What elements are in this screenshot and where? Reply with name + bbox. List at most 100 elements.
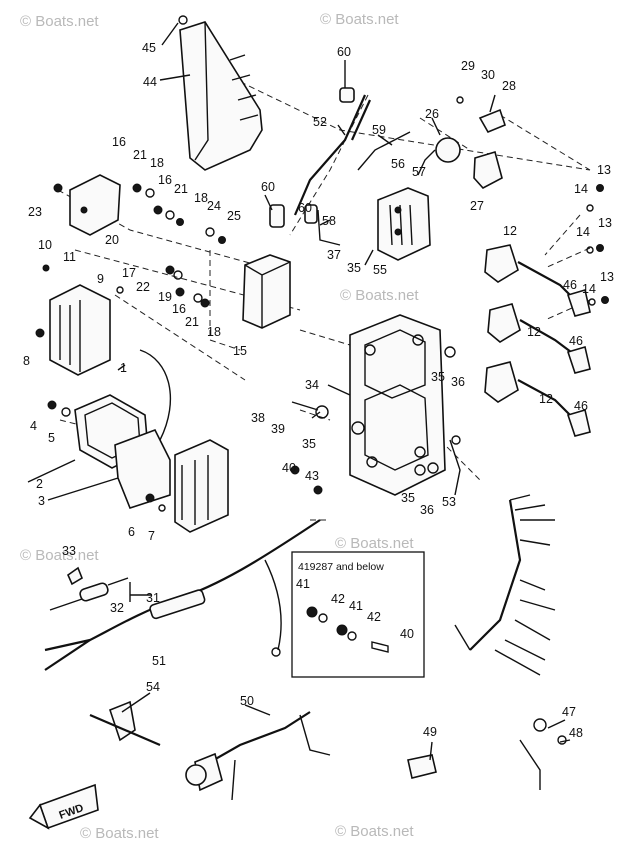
callout-60: 60 [337, 45, 351, 59]
cdi-unit-left [35, 284, 111, 376]
callout-40: 40 [282, 461, 296, 475]
callout-44: 44 [143, 75, 157, 89]
callout-9: 9 [97, 272, 104, 286]
callout-38: 38 [251, 411, 265, 425]
watermark: © Boats.net [335, 535, 414, 552]
cdi-unit-15 [242, 254, 291, 329]
washer-stack-mid [42, 264, 210, 308]
bracket-20 [53, 174, 121, 236]
cdi-unit-1 [139, 349, 229, 533]
resistor-assembly [49, 566, 129, 611]
callout-37: 37 [327, 248, 341, 262]
callout-46: 46 [574, 399, 588, 413]
washer-stack-upper [132, 183, 226, 244]
callout-21: 21 [133, 148, 147, 162]
callout-52: 52 [313, 115, 327, 129]
callout-18: 18 [194, 191, 208, 205]
callout-22: 22 [136, 280, 150, 294]
leader-lines [27, 22, 571, 761]
callout-48: 48 [569, 726, 583, 740]
callout-31: 31 [146, 591, 160, 605]
callout-16: 16 [172, 302, 186, 316]
callout-23: 23 [28, 205, 42, 219]
callout-47: 47 [562, 705, 576, 719]
callout-21: 21 [174, 182, 188, 196]
callout-25: 25 [227, 209, 241, 223]
callout-24: 24 [207, 199, 221, 213]
callout-27: 27 [470, 199, 484, 213]
callout-41: 41 [349, 599, 363, 613]
callout-42: 42 [367, 610, 381, 624]
main-harness-right [454, 494, 556, 676]
main-harness-50 [185, 711, 331, 801]
callout-26: 26 [425, 107, 439, 121]
callout-42: 42 [331, 592, 345, 606]
gasket-and-plate [47, 394, 171, 509]
callout-14: 14 [574, 182, 588, 196]
callout-10: 10 [38, 238, 52, 252]
callout-53: 53 [442, 495, 456, 509]
callout-34: 34 [305, 378, 319, 392]
callout-30: 30 [481, 68, 495, 82]
watermark: © Boats.net [335, 823, 414, 840]
callout-1: 1 [120, 361, 127, 375]
callout-13: 13 [600, 270, 614, 284]
callout-20: 20 [105, 233, 119, 247]
callout-40: 40 [400, 627, 414, 641]
watermark: © Boats.net [320, 11, 399, 28]
callout-58: 58 [322, 214, 336, 228]
callout-56: 56 [391, 157, 405, 171]
cable-51 [44, 519, 321, 671]
callout-59: 59 [372, 123, 386, 137]
callout-35: 35 [401, 491, 415, 505]
callout-39: 39 [271, 422, 285, 436]
callout-3: 3 [38, 494, 45, 508]
callout-12: 12 [527, 325, 541, 339]
screw-45 [178, 15, 188, 25]
callout-33: 33 [62, 544, 76, 558]
watermark: © Boats.net [340, 287, 419, 304]
callout-49: 49 [423, 725, 437, 739]
callout-35: 35 [431, 370, 445, 384]
callout-16: 16 [112, 135, 126, 149]
callout-46: 46 [569, 334, 583, 348]
watermark: © Boats.net [20, 547, 99, 564]
watermark: © Boats.net [80, 825, 159, 842]
callout-2: 2 [36, 477, 43, 491]
callout-57: 57 [412, 165, 426, 179]
callout-6: 6 [128, 525, 135, 539]
callout-4: 4 [30, 419, 37, 433]
fwd-arrow: FWD [28, 783, 99, 830]
callout-35: 35 [302, 437, 316, 451]
callout-15: 15 [233, 344, 247, 358]
callout-13: 13 [598, 216, 612, 230]
callout-43: 43 [305, 469, 319, 483]
inset-note: 419287 and below [298, 561, 384, 573]
clamp-54 [89, 700, 161, 747]
lower-small-parts [407, 718, 567, 790]
callout-32: 32 [110, 601, 124, 615]
callout-29: 29 [461, 59, 475, 73]
callout-14: 14 [582, 282, 596, 296]
callout-51: 51 [152, 654, 166, 668]
watermark: © Boats.net [20, 13, 99, 30]
callout-12: 12 [503, 224, 517, 238]
callout-45: 45 [142, 41, 156, 55]
callout-16: 16 [158, 173, 172, 187]
cover-44 [178, 15, 263, 171]
callout-numbers: 45 44 60 29 30 28 52 26 59 56 57 27 16 2… [23, 41, 614, 740]
inset-box: 419287 and below [291, 551, 425, 678]
callout-46: 46 [563, 278, 577, 292]
callout-11: 11 [63, 250, 76, 264]
callout-18: 18 [207, 325, 221, 339]
callout-50: 50 [240, 694, 254, 708]
callout-14: 14 [576, 225, 590, 239]
callout-8: 8 [23, 354, 30, 368]
callout-18: 18 [150, 156, 164, 170]
callout-36: 36 [451, 375, 465, 389]
relay-assembly [417, 96, 506, 189]
callout-13: 13 [597, 163, 611, 177]
fasteners-lower [290, 435, 461, 496]
callout-60: 60 [261, 180, 275, 194]
callout-21: 21 [185, 315, 199, 329]
